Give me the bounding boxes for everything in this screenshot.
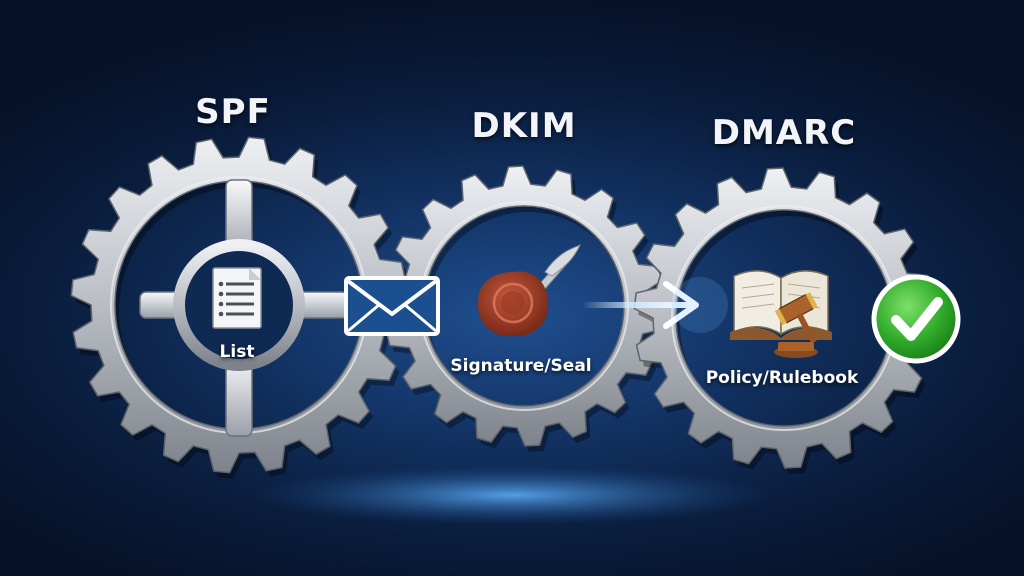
floor-glow <box>252 465 772 525</box>
wax-seal-icon <box>477 243 582 337</box>
book-gavel-icon <box>730 270 832 358</box>
spf-title: SPF <box>195 92 271 132</box>
dmarc-sublabel: Policy/Rulebook <box>705 368 859 388</box>
document-list-icon <box>212 267 262 329</box>
arrow-right-icon <box>582 277 728 333</box>
spf-sublabel: List <box>219 342 255 362</box>
dkim-title: DKIM <box>471 106 577 146</box>
checkmark-icon <box>871 274 961 364</box>
envelope-icon <box>344 276 440 336</box>
dmarc-title: DMARC <box>711 113 857 153</box>
dkim-sublabel: Signature/Seal <box>450 356 592 376</box>
